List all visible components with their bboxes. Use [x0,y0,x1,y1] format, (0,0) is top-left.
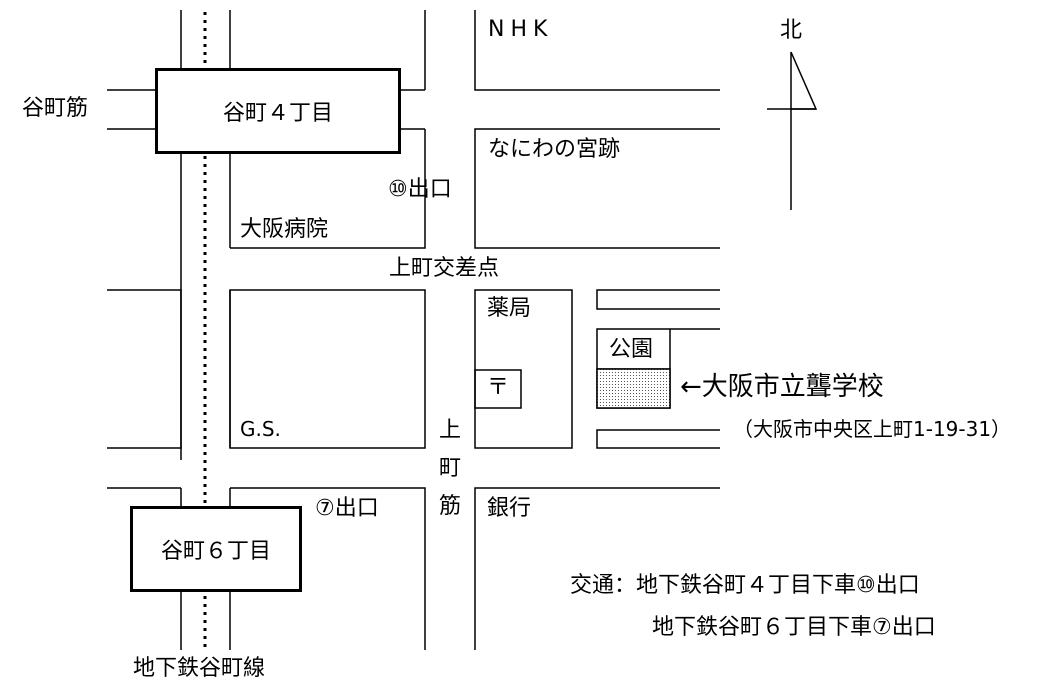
road-edge [596,289,720,310]
bank-label: 銀行 [487,496,532,521]
nhk-label: NHK [488,17,554,42]
access-line2: 地下鉄谷町６丁目下車⑦出口 [652,615,936,640]
naniwa-palace-label: なにわの宮跡 [488,137,621,162]
exit7-label: ⑦出口 [315,496,379,521]
school-label: ←大阪市立聾学校 [680,372,884,402]
pharmacy-label: 薬局 [487,296,532,321]
block-gas-station [229,289,426,449]
block-left-mid [107,289,182,449]
block-bottom-mid [230,487,426,650]
osaka-hospital-label: 大阪病院 [240,217,329,242]
access-line1: 交通：地下鉄谷町４丁目下車⑩出口 [570,573,920,598]
subway-line-label: 地下鉄谷町線 [133,656,266,681]
road-edge [596,429,720,449]
gas-station-label: G.S. [240,417,281,441]
station-tanimachi4: 谷町４丁目 [155,68,401,154]
north-arrow [767,51,818,210]
block-nhk [474,10,720,91]
station-tanimachi6-label: 谷町６丁目 [160,539,271,564]
station-tanimachi4-label: 谷町４丁目 [222,101,333,126]
exit10-label: ⑩出口 [388,177,452,202]
block-naniwa [474,128,720,249]
uemachi-crossing-label: 上町交差点 [389,256,500,281]
post-office-icon: 〒 [487,375,510,400]
station-tanimachi6: 谷町６丁目 [130,506,302,592]
school-area [596,368,671,409]
block-pharmacy [474,289,573,449]
tanimachi-suji-label: 谷町筋 [22,96,89,121]
uemachi-suji-label: 上 町 筋 [438,418,461,519]
block-osaka-hospital [230,129,426,249]
north-label: 北 [780,18,803,43]
block-bank [474,487,720,650]
post-office-box [474,369,522,409]
address-label: （大阪市中央区上町1-19-31） [733,417,1012,441]
park-label: 公園 [609,337,654,362]
